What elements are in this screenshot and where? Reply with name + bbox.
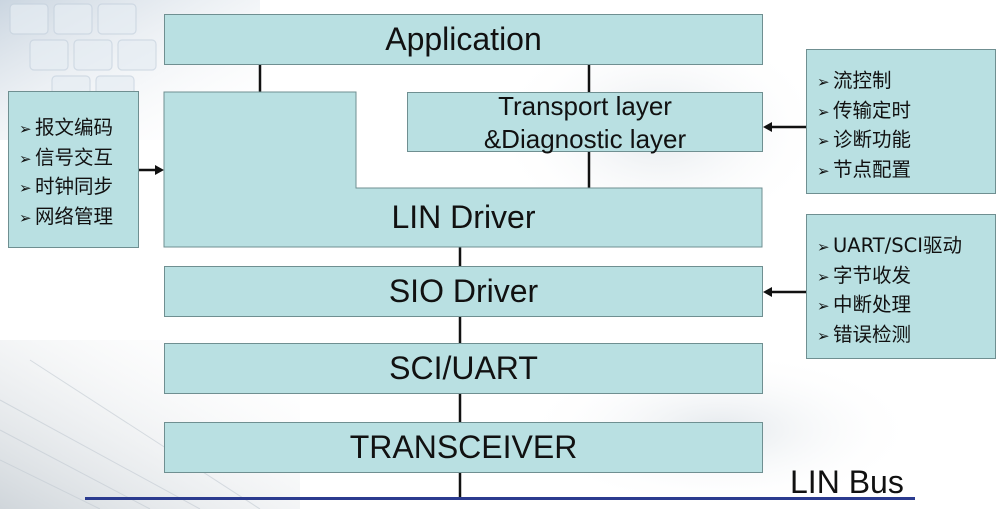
arrowhead-transport-box (763, 122, 772, 132)
sci-uart-box (164, 343, 763, 394)
list-item: ➢诊断功能 (817, 126, 995, 156)
arrow-bullet-icon: ➢ (817, 161, 830, 180)
sio-functions-box: ➢UART/SCI驱动 ➢字节收发 ➢中断处理 ➢错误检测 (806, 214, 996, 359)
arrow-bullet-icon: ➢ (817, 297, 830, 315)
arrow-bullet-icon: ➢ (817, 102, 830, 121)
list-item: ➢网络管理 (19, 203, 138, 233)
arrowhead-left-box (155, 165, 164, 175)
list-item: ➢报文编码 (19, 114, 138, 144)
lin-driver-functions-box: ➢报文编码 ➢信号交互 ➢时钟同步 ➢网络管理 (8, 91, 139, 248)
sio-driver-box (164, 266, 763, 317)
list-item: ➢传输定时 (817, 97, 995, 127)
list-item: ➢中断处理 (817, 291, 995, 321)
arrow-bullet-icon: ➢ (817, 326, 830, 345)
arrow-bullet-icon: ➢ (817, 267, 830, 286)
transport-layer-label: Transport layer (498, 91, 672, 121)
arrow-bullet-icon: ➢ (19, 120, 32, 138)
diagnostic-layer-label: &Diagnostic layer (483, 124, 687, 154)
lin-driver-label: LIN Driver (391, 199, 536, 235)
arrow-bullet-icon: ➢ (19, 149, 32, 168)
lin-bus-label: LIN Bus (790, 464, 904, 500)
sio-driver-label: SIO Driver (388, 273, 539, 309)
application-label: Application (385, 21, 542, 57)
sci-uart-label: SCI/UART (389, 350, 538, 386)
arrow-bullet-icon: ➢ (19, 179, 32, 197)
list-item: ➢时钟同步 (19, 173, 138, 203)
transceiver-label: TRANSCEIVER (349, 429, 578, 465)
arrow-bullet-icon: ➢ (817, 238, 830, 256)
list-item: ➢字节收发 (817, 262, 995, 292)
transport-functions-box: ➢流控制 ➢传输定时 ➢诊断功能 ➢节点配置 (806, 49, 996, 194)
list-item: ➢错误检测 (817, 321, 995, 351)
list-item: ➢节点配置 (817, 156, 995, 186)
transport-diagnostic-box (407, 92, 763, 152)
arrowhead-sio-box (763, 287, 772, 297)
list-item: ➢信号交互 (19, 144, 138, 174)
transceiver-box (164, 422, 763, 473)
list-item: ➢流控制 (817, 67, 995, 97)
arrow-bullet-icon: ➢ (19, 208, 32, 227)
arrow-bullet-icon: ➢ (817, 73, 830, 91)
application-box (164, 14, 763, 65)
list-item: ➢UART/SCI驱动 (817, 232, 995, 262)
lin-bus-line (85, 497, 915, 500)
arrow-bullet-icon: ➢ (817, 132, 830, 150)
